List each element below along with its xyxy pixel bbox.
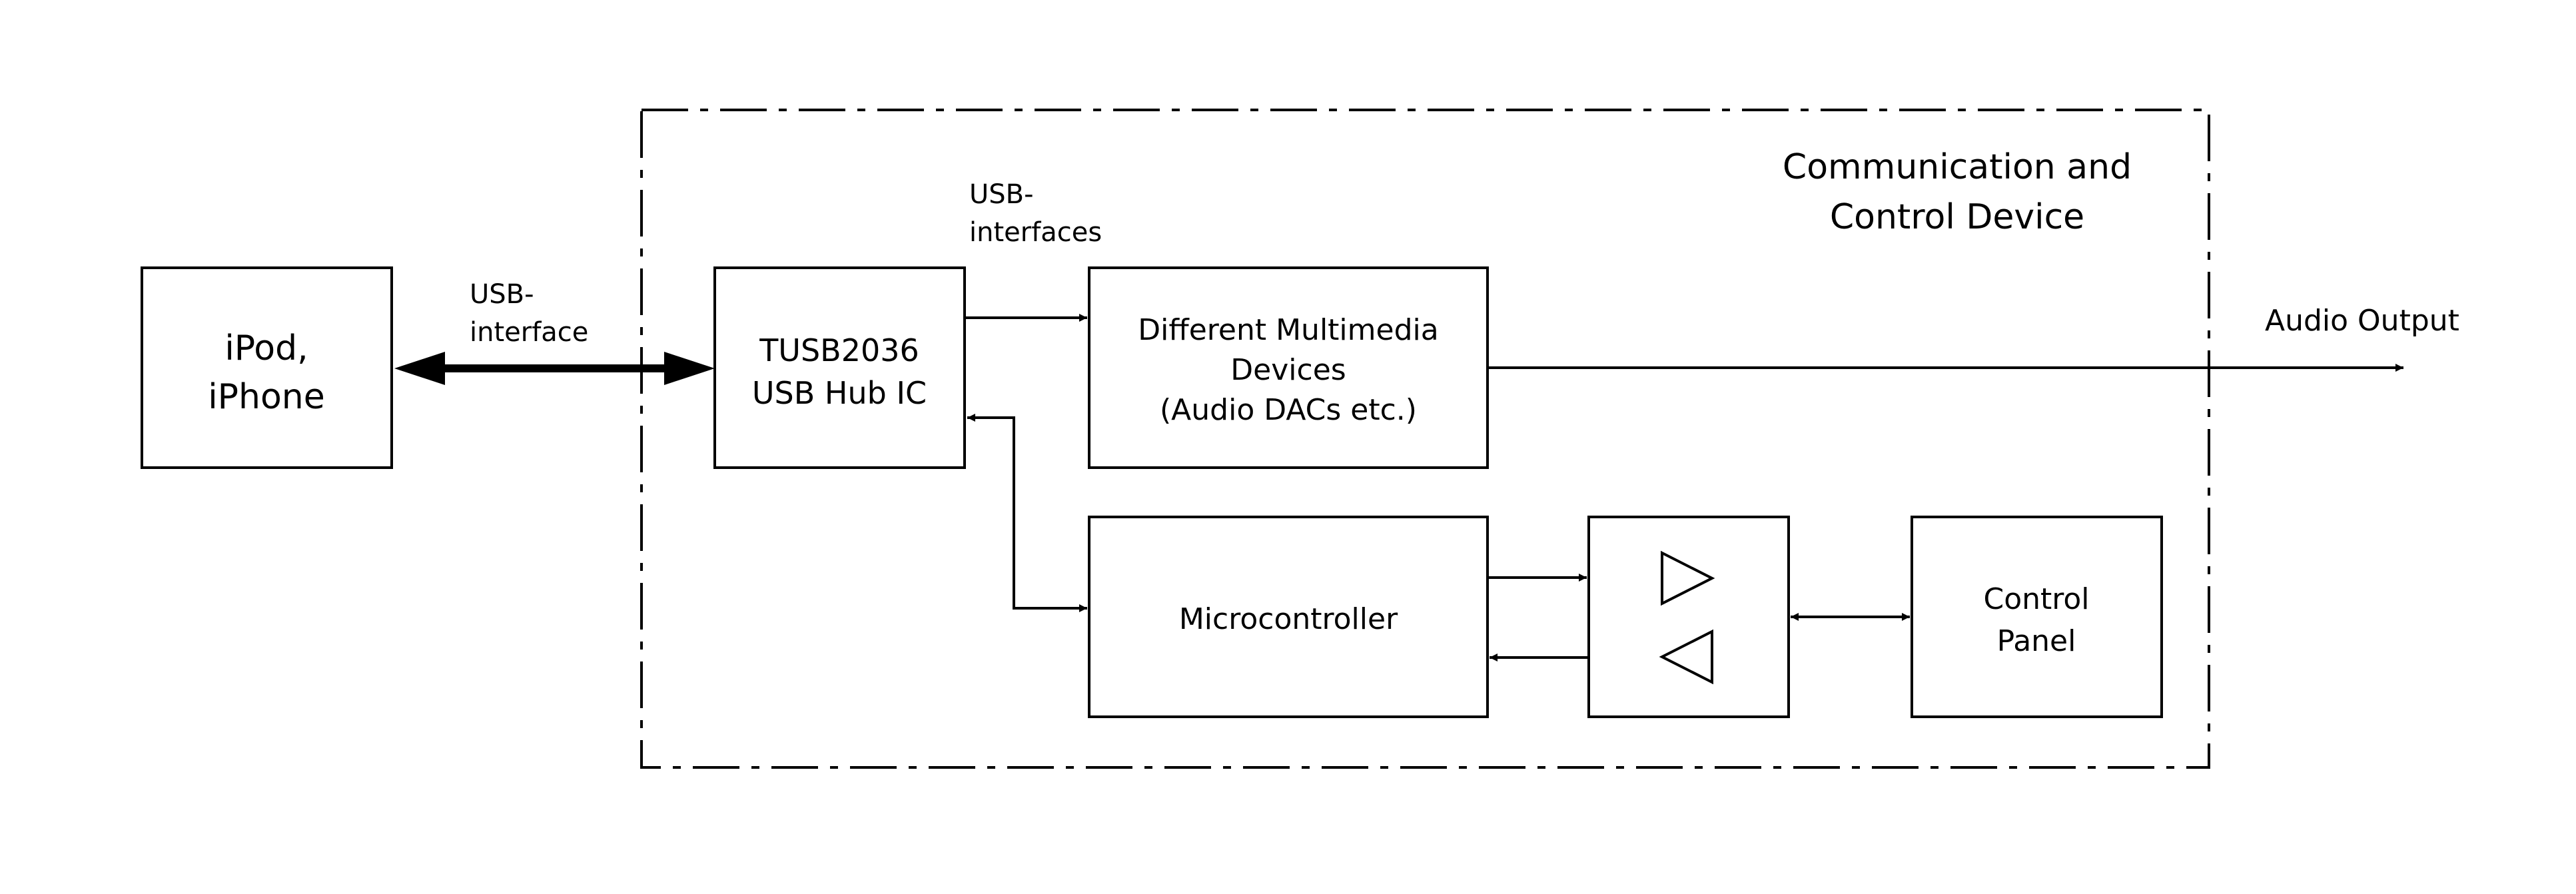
usb-interfaces-label-line1: USB- [969, 179, 1034, 210]
hub-microcontroller-link [967, 414, 1087, 612]
usb-interfaces-label-line2: interfaces [969, 217, 1102, 248]
microcontroller-label: Microcontroller [1179, 602, 1398, 636]
usb-hub-block [713, 266, 966, 469]
multimedia-label-line2: Devices [1230, 353, 1346, 387]
enclosure-title-line1: Communication and [1783, 147, 2132, 187]
usb-interface-label-line1: USB- [470, 279, 534, 310]
control-panel-label-line2: Panel [1997, 624, 2076, 658]
audio-output-label: Audio Output [2265, 304, 2459, 338]
control-panel-label-line1: Control [1983, 582, 2089, 616]
ipod-iphone-block [141, 266, 393, 469]
buffer-left-triangle-icon [1659, 629, 1713, 685]
usb-interface-label-line2: interface [470, 317, 588, 348]
device-enclosure [640, 109, 2210, 769]
usb-link-left-arrowhead [394, 352, 445, 385]
hub-label-line1: TUSB2036 [759, 332, 919, 368]
usb-link-right-arrowhead [664, 352, 715, 385]
ipod-label-line2: iPhone [208, 377, 325, 417]
microcontroller-block [1088, 516, 1489, 718]
multimedia-devices-block [1088, 266, 1489, 469]
buffer-right-triangle-icon [1661, 550, 1715, 606]
buffer-driver-block [1587, 516, 1790, 718]
control-panel-block [1911, 516, 2163, 718]
multimedia-label-line1: Different Multimedia [1138, 313, 1438, 347]
ipod-label-line1: iPod, [224, 328, 308, 368]
multimedia-label-line3: (Audio DACs etc.) [1160, 393, 1417, 427]
hub-label-line2: USB Hub IC [752, 375, 927, 411]
enclosure-title-line2: Control Device [1830, 197, 2084, 237]
